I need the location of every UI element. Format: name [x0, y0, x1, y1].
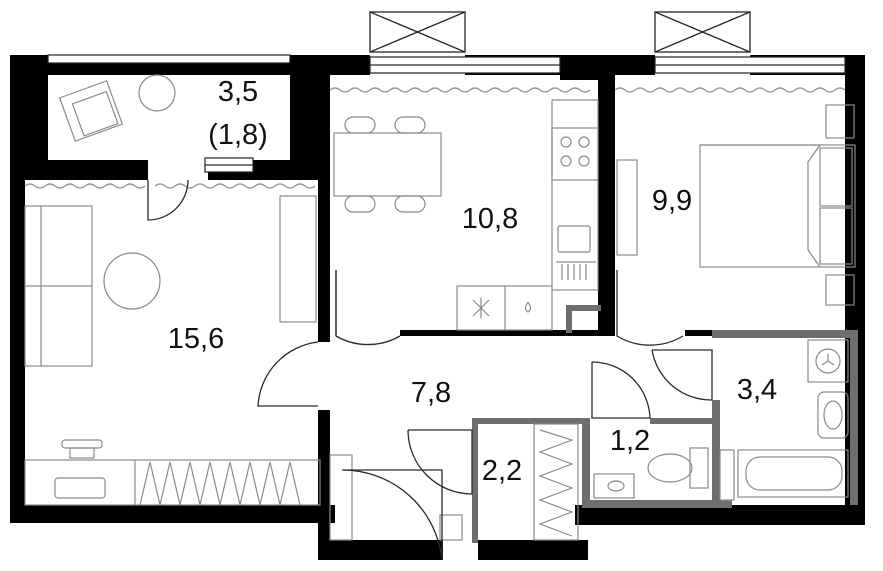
room-area-bedroom: 9,9 — [652, 185, 692, 217]
balcony-armchair-icon — [58, 80, 124, 142]
walls — [10, 55, 865, 560]
living-wardrobe-icon — [279, 195, 317, 323]
room-labels: 3,5 (1,8) 10,8 9,9 15,6 7,8 3,4 1,2 2,2 — [168, 76, 777, 487]
room-area-wardrobe: 2,2 — [482, 455, 522, 487]
coffee-table-icon — [103, 252, 161, 310]
wet-zone-walls — [472, 305, 858, 543]
bathroom-fixtures-icon — [719, 339, 849, 501]
room-area-balcony-reduced: (1,8) — [208, 119, 268, 151]
doors — [147, 179, 713, 561]
room-area-wc: 1,2 — [610, 425, 650, 457]
balcony-table-icon — [138, 74, 176, 112]
room-area-hallway: 7,8 — [411, 377, 451, 409]
dining-table-icon — [333, 116, 442, 213]
windows — [47, 11, 846, 173]
kitchen-unit-icon — [456, 99, 599, 331]
toilet-icon — [593, 447, 709, 499]
sofa-icon — [24, 205, 93, 367]
bed-icon — [616, 104, 856, 306]
hall-wardrobe-icon — [329, 423, 579, 541]
desk-icon — [24, 439, 321, 506]
room-area-kitchen: 10,8 — [462, 203, 518, 235]
room-area-living-room: 15,6 — [168, 323, 224, 355]
room-area-bathroom: 3,4 — [737, 374, 777, 406]
room-area-balcony: 3,5 — [218, 76, 258, 108]
radiator-lines — [24, 87, 846, 189]
